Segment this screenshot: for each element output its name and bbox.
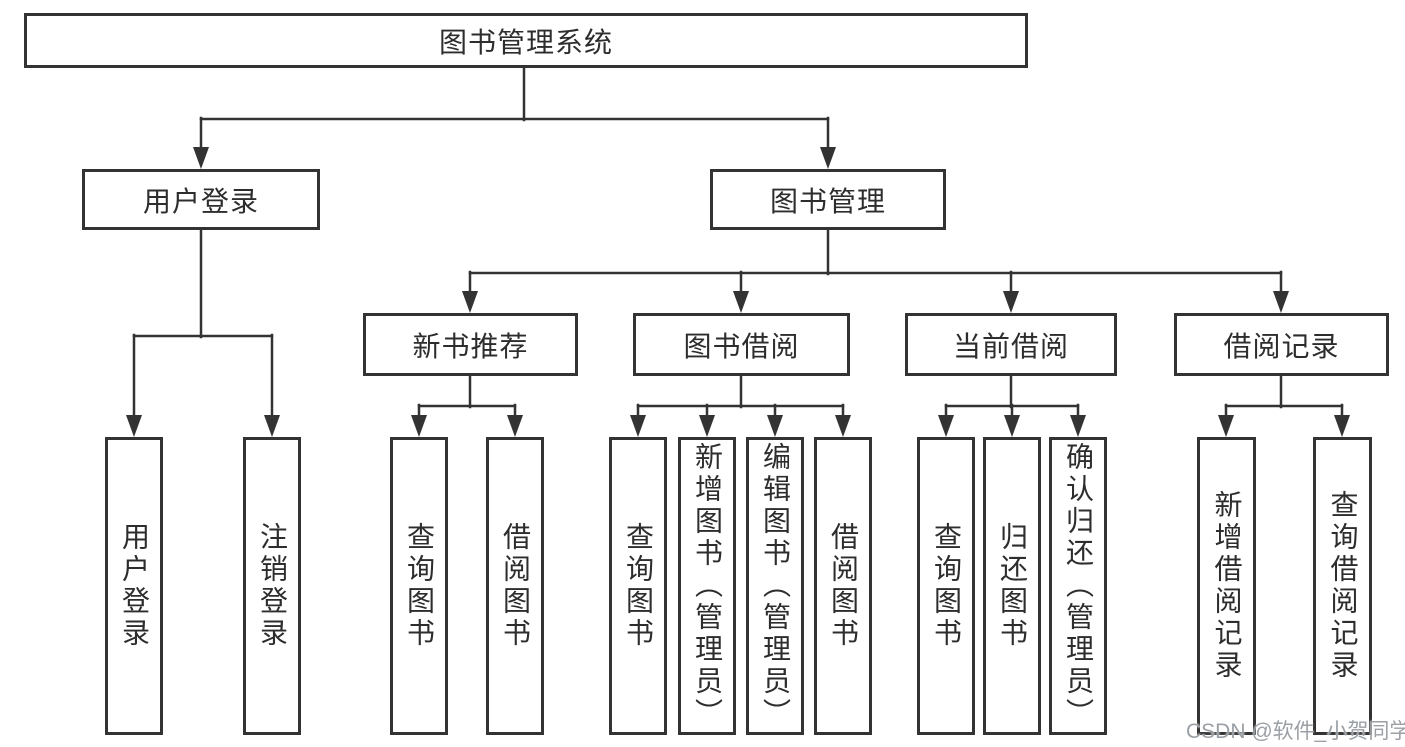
leaf-recommend-query-book: 查询图书 (390, 437, 448, 735)
leaf-recommend-borrow-book: 借阅图书 (486, 437, 544, 735)
node-book-borrow: 图书借阅 (633, 313, 850, 376)
leaf-borrow-add-book-admin-label: 新增图书（管理员） (692, 442, 723, 730)
node-root-label: 图书管理系统 (438, 26, 613, 58)
node-new-book-recommend-label: 新书推荐 (412, 330, 529, 362)
leaf-logout-label: 注销登录 (257, 522, 288, 650)
leaf-borrow-query-book: 查询图书 (609, 437, 667, 735)
node-current-borrow-label: 当前借阅 (952, 330, 1069, 362)
leaf-user-login-label: 用户登录 (119, 522, 150, 650)
leaf-current-query-book-label: 查询图书 (931, 522, 962, 650)
node-book-management-label: 图书管理 (769, 185, 886, 217)
leaf-current-confirm-return-admin: 确认归还（管理员） (1049, 437, 1107, 735)
leaf-current-confirm-return-admin-label: 确认归还（管理员） (1063, 442, 1094, 730)
leaf-records-query-record-label: 查询借阅记录 (1327, 490, 1359, 682)
node-user-login: 用户登录 (82, 169, 320, 230)
leaf-recommend-borrow-book-label: 借阅图书 (500, 522, 531, 650)
node-user-login-label: 用户登录 (142, 185, 259, 217)
node-root: 图书管理系统 (24, 13, 1028, 68)
leaf-borrow-add-book-admin: 新增图书（管理员） (678, 437, 736, 735)
node-book-borrow-label: 图书借阅 (683, 330, 800, 362)
node-borrow-records-label: 借阅记录 (1223, 330, 1340, 362)
leaf-user-login: 用户登录 (105, 437, 163, 735)
node-book-management: 图书管理 (710, 169, 946, 230)
leaf-records-add-record: 新增借阅记录 (1197, 437, 1256, 735)
leaf-logout: 注销登录 (243, 437, 301, 735)
leaf-recommend-query-book-label: 查询图书 (404, 522, 435, 650)
node-current-borrow: 当前借阅 (905, 313, 1117, 376)
leaf-borrow-borrow-book: 借阅图书 (814, 437, 872, 735)
leaf-records-add-record-label: 新增借阅记录 (1211, 490, 1243, 682)
node-borrow-records: 借阅记录 (1174, 313, 1389, 376)
leaf-borrow-edit-book-admin: 编辑图书（管理员） (746, 437, 804, 735)
leaf-current-return-book: 归还图书 (983, 437, 1041, 735)
leaf-current-query-book: 查询图书 (917, 437, 975, 735)
node-new-book-recommend: 新书推荐 (363, 313, 578, 376)
leaf-borrow-edit-book-admin-label: 编辑图书（管理员） (760, 442, 791, 730)
leaf-borrow-borrow-book-label: 借阅图书 (828, 522, 859, 650)
leaf-records-query-record: 查询借阅记录 (1313, 437, 1372, 735)
watermark-text: CSDN @软件_小贺同学 (1186, 720, 1405, 743)
leaf-borrow-query-book-label: 查询图书 (623, 522, 654, 650)
leaf-current-return-book-label: 归还图书 (997, 522, 1028, 650)
